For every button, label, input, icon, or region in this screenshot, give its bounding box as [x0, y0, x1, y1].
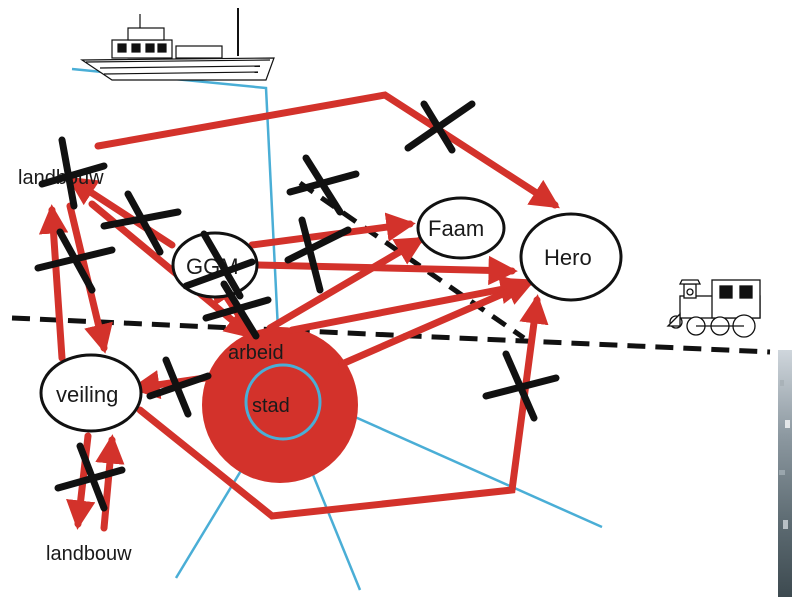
aerial-photo-strip [778, 350, 792, 597]
city-inner-ring [244, 363, 322, 441]
cross-arbeid-ggm [202, 280, 272, 340]
locomotive-icon [666, 279, 761, 338]
cross-ggm-landbouw [100, 190, 182, 256]
label-faam: Faam [428, 216, 484, 241]
arrow-arbeid-to-faam [266, 236, 426, 332]
label-veiling: veiling [56, 382, 118, 407]
cross-ggm-faam [284, 216, 352, 294]
arrow-arbeid-to-hero [288, 275, 530, 334]
cross-ggm-center [182, 230, 256, 300]
veiling-node [39, 353, 143, 433]
cross-landbouw-bottom [54, 442, 126, 512]
arrow-landbouw-bottom-to-veiling [95, 434, 125, 532]
arrow-ggm-to-landbouw [67, 176, 176, 249]
cross-stad-veiling [146, 356, 212, 418]
cut-crosses [34, 100, 560, 512]
cross-rail-diagonal [286, 154, 360, 216]
arrow-landbouw-to-hero [94, 91, 560, 209]
cross-top-right [404, 100, 476, 154]
label-landbouw-bottom: landbouw [46, 543, 132, 565]
cross-landbouw-top [38, 136, 108, 210]
arrow-ggm-to-hero [254, 255, 518, 286]
city-node [202, 327, 358, 483]
arrow-stad-to-hero [338, 277, 536, 368]
canal-line-right [327, 403, 603, 529]
cross-landbouw-veiling [34, 228, 116, 294]
cross-hero-bottom [482, 350, 560, 422]
label-stad: stad [252, 395, 290, 417]
label-arbeid: arbeid [228, 342, 284, 364]
hero-node [519, 212, 623, 302]
arrow-ggm-to-faam [248, 212, 416, 249]
label-hero: Hero [544, 245, 592, 270]
ship-icon [80, 8, 275, 81]
arrow-veiling-to-landbouw-top [38, 204, 69, 362]
faam-node [416, 196, 506, 260]
